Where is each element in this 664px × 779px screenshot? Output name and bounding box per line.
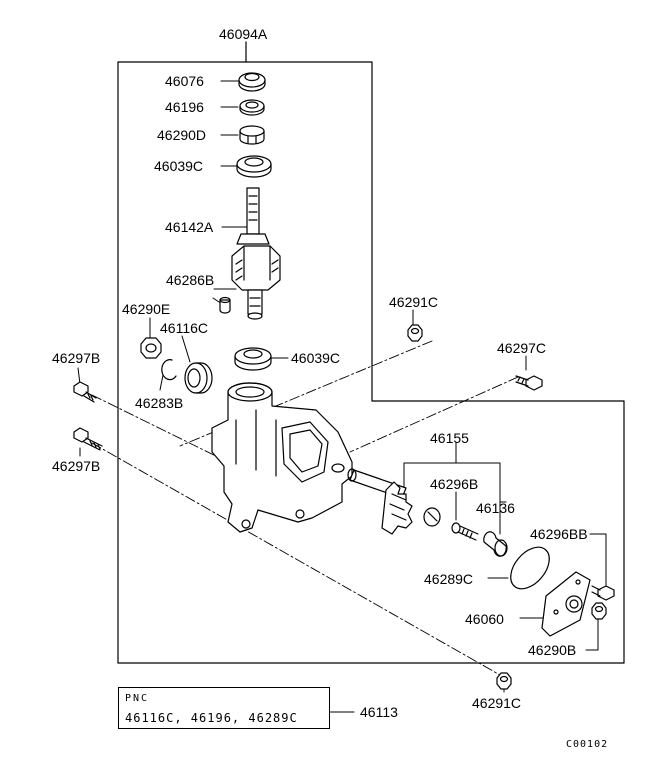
screw-46296B [451,522,479,541]
label-46297B-top: 46297B [52,350,101,366]
snap-ring-46283B [161,359,177,381]
label-46076: 46076 [165,73,204,89]
nut-46290B [591,602,607,620]
center-lines [91,340,519,676]
label-46290B: 46290B [528,642,577,658]
top-nut-46076 [238,72,266,92]
nut-46290D [239,125,265,145]
label-46113: 46113 [360,704,398,720]
diagram-code: C00102 [566,739,609,750]
pnc-parts-list: 46116C, 46196, 46289C [125,711,298,725]
worm-shaft-46142A [231,187,281,320]
washer-46196 [239,99,265,116]
label-46060: 46060 [465,611,504,627]
label-46283B: 46283B [135,395,184,411]
nut-46290E [140,337,162,359]
label-46039C-mid: 46039C [291,350,341,366]
label-46196: 46196 [165,99,204,115]
plug-46286B [219,296,231,314]
label-46116C: 46116C [160,320,209,336]
side-cover-46060 [541,571,591,637]
pnc-title: PNC [125,693,150,704]
bolt-46297B-bottom [73,427,103,451]
label-46291C-top: 46291C [389,294,439,310]
gear-housing [211,382,353,533]
o-ring-46289C [510,546,550,590]
label-46039C-top: 46039C [154,158,204,174]
bushing-46136 [483,531,508,557]
label-46297C: 46297C [497,340,547,356]
label-46286B: 46286B [166,272,215,288]
nut-46291C-bottom [496,672,512,690]
label-46290D: 46290D [157,127,207,143]
label-46136: 46136 [476,500,515,516]
label-46296BB: 46296BB [530,526,588,542]
label-46094A: 46094A [219,26,268,42]
label-46142A: 46142A [165,219,214,235]
pnc-note-box: PNC 46116C, 46196, 46289C [118,687,330,729]
sector-shaft-46155 [347,468,441,535]
bolt-46296BB [591,585,615,601]
bearing-46039C-mid [234,347,272,371]
label-46289C: 46289C [424,571,474,587]
label-46290E: 46290E [122,301,171,317]
label-46291C-bottom: 46291C [472,695,522,711]
bearing-46039C-top [236,155,272,178]
label-46297B-bottom: 46297B [52,458,101,474]
bolt-46297B-top [73,381,97,403]
label-46155: 46155 [430,430,469,446]
nut-46291C-top [407,324,423,342]
leader-lines [77,80,607,713]
label-46296B: 46296B [430,476,479,492]
bolt-46297C [515,375,543,391]
bearing-46116C [184,362,213,394]
assembly-outline [117,41,625,664]
